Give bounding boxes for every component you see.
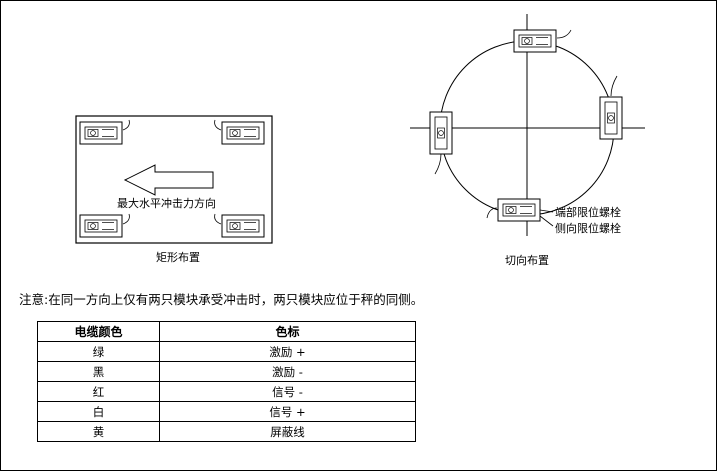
rect-layout-caption: 矩形布置 xyxy=(156,251,200,264)
installation-note: 注意:在同一方向上仅有两只模块承受冲击时，两只模块应位于秤的同侧。 xyxy=(19,292,424,307)
header-cable-color: 电缆颜色 xyxy=(37,321,160,342)
table-row: 黄 屏蔽线 xyxy=(37,421,416,442)
cable-color-table: 电缆颜色 色标 绿 激励 + 黑 激励 - 红 信号 - 白 信号 + 黄 屏蔽… xyxy=(37,321,416,442)
color-code-cell: 信号 + xyxy=(159,401,416,422)
load-cell-module-bottom-right xyxy=(214,213,265,238)
installation-diagram: 最大水平冲击力方向 矩形布置 端部限位螺栓 侧向限位螺栓 切向布置 xyxy=(75,14,645,267)
cable-color-cell: 黄 xyxy=(37,421,160,442)
load-cell-module-top-right xyxy=(214,119,265,145)
load-cell-module-top-left xyxy=(79,119,130,145)
table-row: 绿 激励 + xyxy=(37,341,416,362)
table-header-row: 电缆颜色 色标 xyxy=(37,321,416,342)
impact-direction-arrow xyxy=(123,164,214,196)
tangential-layout: 端部限位螺栓 侧向限位螺栓 切向布置 xyxy=(410,14,645,267)
color-code-cell: 屏蔽线 xyxy=(159,421,416,442)
table-row: 黑 激励 - xyxy=(37,361,416,382)
color-code-cell: 激励 + xyxy=(159,341,416,362)
cable-color-cell: 黑 xyxy=(37,361,160,382)
load-cell-module-right xyxy=(599,75,623,140)
header-color-code: 色标 xyxy=(159,321,416,342)
cable-color-cell: 红 xyxy=(37,381,160,402)
table-row: 红 信号 - xyxy=(37,381,416,402)
table-row: 白 信号 + xyxy=(37,401,416,422)
arrow-label: 最大水平冲击力方向 xyxy=(117,196,216,210)
side-bolt-label: 侧向限位螺栓 xyxy=(555,221,621,235)
load-cell-module-left xyxy=(429,111,453,175)
color-code-cell: 信号 - xyxy=(159,381,416,402)
cable-color-cell: 白 xyxy=(37,401,160,422)
end-bolt-leader xyxy=(539,209,554,213)
tangential-layout-caption: 切向布置 xyxy=(505,253,549,267)
color-code-cell: 激励 - xyxy=(159,361,416,382)
rect-layout: 最大水平冲击力方向 矩形布置 xyxy=(75,115,273,264)
end-bolt-label: 端部限位螺栓 xyxy=(555,205,621,219)
load-cell-module-top xyxy=(513,29,572,53)
load-cell-module-bottom-left xyxy=(79,213,130,238)
cable-color-cell: 绿 xyxy=(37,341,160,362)
load-cell-module-bottom xyxy=(486,198,541,222)
side-bolt-leader xyxy=(539,215,554,227)
